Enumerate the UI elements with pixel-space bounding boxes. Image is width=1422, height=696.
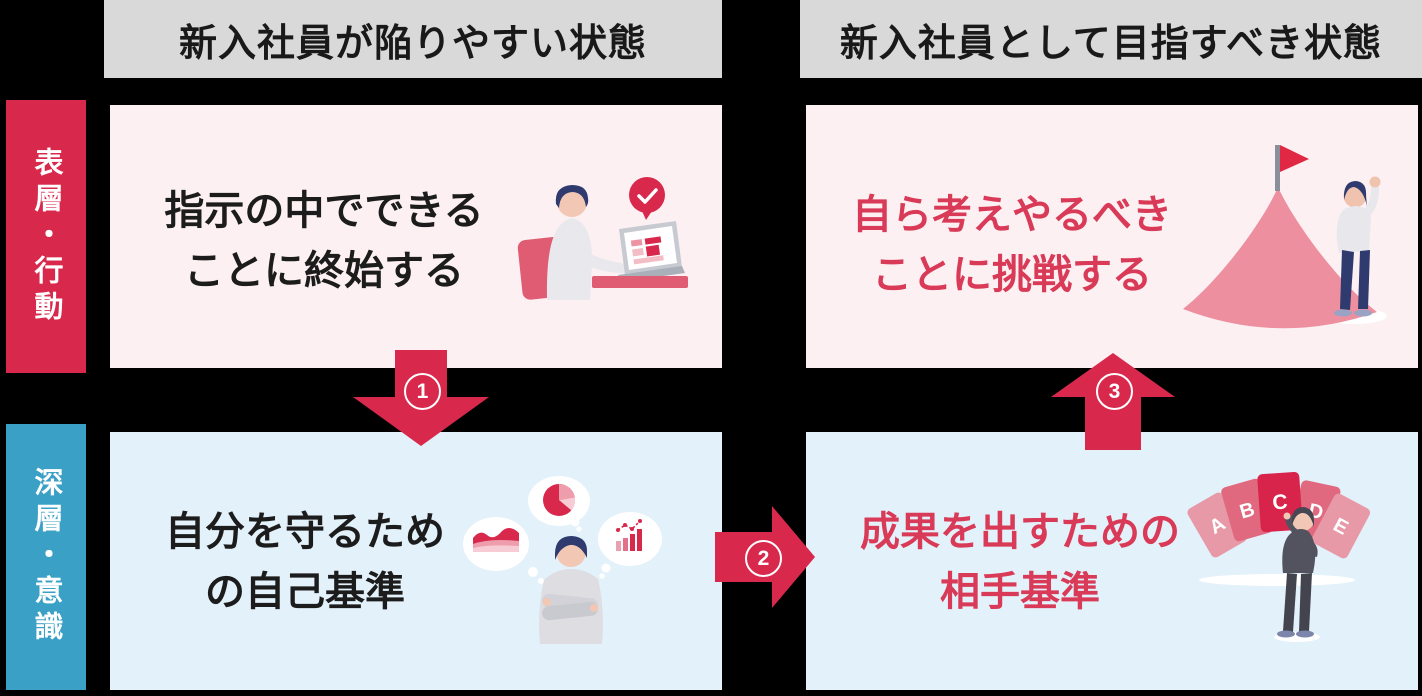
panel-bottom-left-text: 自分を守るため の自己基準: [140, 502, 470, 622]
step1-number: 1: [416, 379, 429, 403]
header-pitfall-label: 新入社員が陥りやすい状態: [178, 22, 647, 65]
card-a-icon: A: [1187, 492, 1247, 558]
panel-top-right-line2: ことに挑戦する: [872, 253, 1152, 297]
card-b-label: B: [1237, 498, 1257, 523]
laptop-worker-illustration: [517, 177, 688, 300]
mountain-icon: [1183, 187, 1377, 329]
panel-bottom-right-line2: 相手基準: [940, 570, 1100, 614]
panel-top-left-line1: 指示の中でできる: [164, 189, 484, 233]
laptop-icon: [618, 221, 685, 282]
panel-bottom-left-line1: 自分を守るため: [165, 510, 445, 554]
panel-bottom-right: 成果を出すための 相手基準: [806, 432, 1418, 690]
panel-top-right-text: 自ら考えやるべき ことに挑戦する: [842, 185, 1182, 305]
header-target-state: 新入社員として目指すべき状態: [800, 0, 1422, 78]
panel-top-left-line2: ことに終始する: [184, 249, 464, 293]
panel-bottom-right-line1: 成果を出すための: [860, 510, 1180, 554]
self-standard-thinker-illustration: [463, 476, 662, 644]
flag-icon: [1280, 145, 1309, 172]
panel-top-right-line1: 自ら考えやるべき: [852, 193, 1172, 237]
panel-bottom-left-line2: の自己基準: [205, 570, 405, 614]
suit-person-icon: [1277, 507, 1318, 638]
check-bubble-icon: [629, 177, 665, 220]
panel-bottom-right-text: 成果を出すための 相手基準: [850, 502, 1190, 622]
worker-person-icon: [546, 185, 639, 300]
panel-top-left-text: 指示の中でできる ことに終始する: [148, 181, 500, 301]
side-label-surface-action: 表層・行動: [6, 100, 86, 373]
header-target-label: 新入社員として目指すべき状態: [839, 22, 1383, 65]
card-e-icon: E: [1311, 493, 1371, 559]
deep-mindset-label: 深層・意識: [30, 467, 62, 647]
step2-badge: 2: [745, 540, 782, 577]
step2-number: 2: [757, 546, 770, 570]
side-label-deep-mindset: 深層・意識: [6, 424, 86, 690]
bar-chart-bubble-icon: [598, 512, 662, 579]
step3-number: 3: [1108, 379, 1121, 403]
step1-badge: 1: [404, 373, 441, 410]
pie-chart-bubble-icon: [528, 476, 590, 532]
shadow-ellipse: [1199, 574, 1355, 586]
step3-badge: 3: [1096, 373, 1133, 410]
desk-icon: [592, 276, 688, 288]
climber-person-icon: [1334, 176, 1381, 317]
card-c-label: C: [1272, 490, 1289, 514]
area-chart-bubble-icon: [463, 517, 544, 584]
thinker-person-icon: [539, 536, 603, 644]
mountain-goal-illustration: [1183, 145, 1387, 329]
card-choice-illustration: A B D E C: [1187, 471, 1371, 642]
flag-pole-icon: [1275, 145, 1280, 191]
surface-action-label: 表層・行動: [30, 146, 62, 327]
header-pitfall-state: 新入社員が陥りやすい状態: [104, 0, 722, 78]
